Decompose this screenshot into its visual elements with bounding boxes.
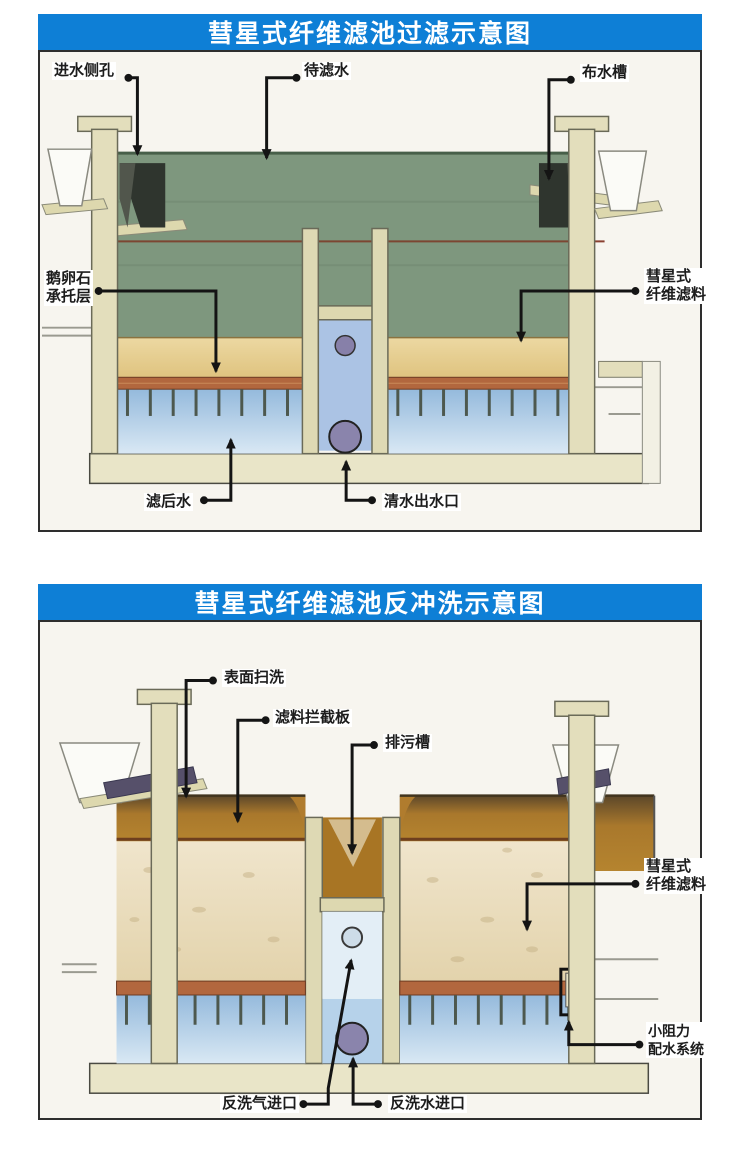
leader-arrows — [94, 73, 640, 505]
label-gravel-support: 鹅卵石 承托层 — [44, 270, 94, 306]
water-pipe — [335, 1021, 370, 1056]
label-low-resistance: 小阻力 配水系统 — [646, 1022, 706, 1058]
label-fiber-media-2: 彗星式 纤维滤料 — [644, 858, 709, 894]
backwash-drawing — [40, 622, 700, 1118]
label-filtered-water: 滤后水 — [144, 493, 194, 511]
left-funnel — [41, 148, 109, 216]
label-fiber-media-1: 彗星式 纤维滤料 — [644, 268, 709, 304]
center-channel — [301, 227, 389, 455]
floor-slab — [88, 452, 650, 485]
inlet-trough-left — [104, 163, 188, 237]
right-funnel — [593, 150, 663, 220]
filtration-title: 彗星式纤维滤池过滤示意图 — [38, 14, 702, 50]
leader-arrows — [181, 676, 644, 1109]
label-backwash-air: 反洗气进口 — [220, 1095, 300, 1113]
backwash-diagram — [38, 620, 702, 1120]
filtration-panel: 彗星式纤维滤池过滤示意图 — [38, 14, 702, 532]
backwash-panel: 彗星式纤维滤池反冲洗示意图 — [38, 584, 702, 1120]
label-surface-scrub: 表面扫洗 — [222, 669, 287, 687]
label-backwash-water: 反洗水进口 — [388, 1095, 468, 1113]
outlet-pipe — [328, 419, 363, 454]
label-drain-trough: 排污槽 — [383, 734, 433, 752]
left-column — [136, 688, 192, 1065]
label-media-barrier: 滤料拦截板 — [273, 709, 353, 727]
label-distribution-trough: 布水槽 — [580, 64, 630, 82]
air-pipe — [341, 926, 364, 949]
backwash-title: 彗星式纤维滤池反冲洗示意图 — [38, 584, 702, 620]
center-drain — [304, 816, 401, 1065]
label-clean-outlet: 清水出水口 — [382, 493, 462, 511]
filtered-water — [117, 384, 569, 454]
fiber-media-layer — [117, 336, 569, 385]
right-column — [554, 700, 610, 1065]
floor-slab — [88, 1062, 650, 1094]
label-water-to-filter: 待滤水 — [302, 62, 352, 80]
label-inlet-side-hole: 进水侧孔 — [52, 62, 117, 80]
small-pipe — [334, 334, 356, 357]
filtration-diagram — [38, 50, 702, 532]
filtration-drawing — [40, 52, 700, 530]
